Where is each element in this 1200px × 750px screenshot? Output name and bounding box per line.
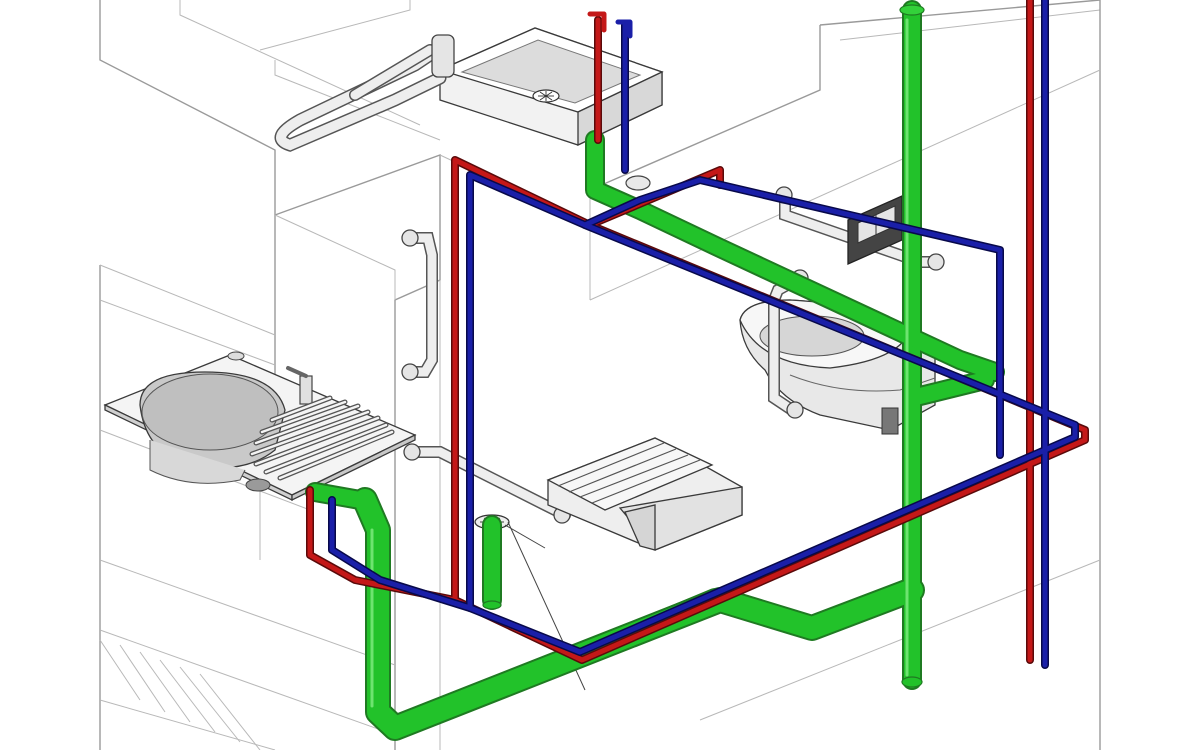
wall-shelf: [259, 0, 411, 51]
grab-bar-folding: [274, 34, 455, 152]
grab-bar-vertical: [401, 229, 438, 381]
valve-icon: [625, 175, 651, 191]
wall-ledge-top: [179, 0, 421, 126]
kitchen-sink: [103, 351, 417, 502]
wall-edge-left: [99, 0, 276, 395]
wall-back-right: [589, 25, 821, 191]
floor-hatch-edge: [99, 699, 276, 750]
drain-pipes: [305, 0, 1005, 741]
wall-top-right2: [839, 9, 1101, 41]
floor-hatch: [99, 639, 261, 750]
counter-back: [99, 264, 276, 336]
floor-line-left: [99, 559, 396, 666]
grab-bar-horizontal: [403, 443, 571, 524]
wall-shelf-lower: [274, 60, 441, 141]
wall-top-right: [819, 0, 1101, 26]
counter-back2: [99, 299, 276, 366]
folding-shower-seat: [546, 437, 743, 551]
tap-icon: [299, 375, 313, 405]
floor-line-left2: [99, 629, 396, 736]
room-walls: [99, 0, 1101, 750]
wall-mid-right: [589, 69, 1101, 301]
cold-water-pipes: [328, 0, 1079, 669]
partition-top: [274, 214, 396, 300]
pipe-fittings: [482, 4, 925, 688]
vent-cap-icon: [899, 4, 925, 16]
